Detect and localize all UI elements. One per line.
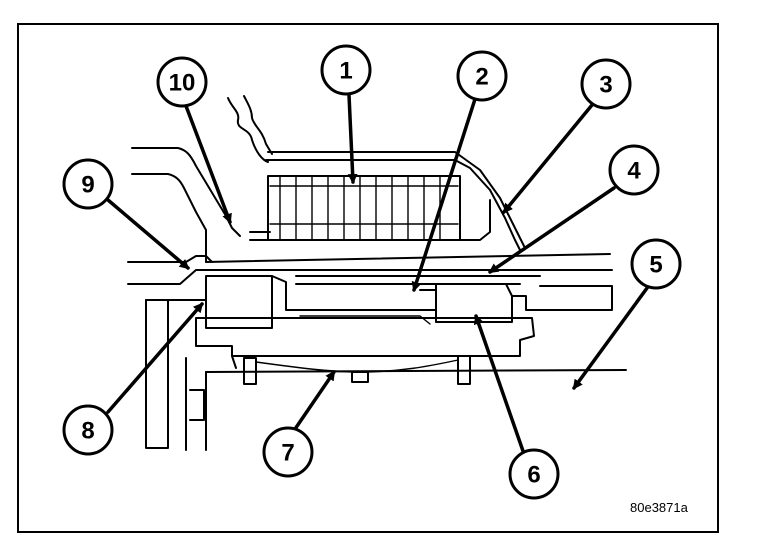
callout-7: 7: [262, 426, 314, 478]
figure-code: 80e3871a: [630, 500, 689, 515]
callout-4-label: 4: [627, 158, 641, 185]
callout-10-label: 10: [169, 70, 196, 97]
callout-1: 1: [320, 44, 372, 96]
mechanical-drawing: [127, 95, 627, 451]
callout-9: 9: [62, 158, 114, 210]
callout-5: 5: [630, 238, 682, 290]
callout-9-label: 9: [81, 172, 94, 199]
clutch-pack: [249, 175, 491, 241]
callout-3: 3: [580, 58, 632, 110]
callout-8-label: 8: [81, 418, 94, 445]
bolt-left: [243, 357, 257, 385]
callout-5-label: 5: [649, 252, 662, 279]
callout-8: 8: [62, 404, 114, 456]
bolt-right: [457, 355, 471, 385]
callout-1-label: 1: [339, 58, 352, 85]
callout-10: 10: [156, 56, 208, 108]
diagram-border: [17, 23, 719, 533]
callout-2: 2: [456, 50, 508, 102]
callout-6-label: 6: [527, 462, 540, 489]
callout-6: 6: [508, 448, 560, 500]
callout-2-label: 2: [475, 64, 488, 91]
leader-lines: [106, 93, 652, 453]
callout-4: 4: [608, 144, 660, 196]
callout-7-label: 7: [281, 440, 294, 467]
callout-3-label: 3: [599, 72, 612, 99]
